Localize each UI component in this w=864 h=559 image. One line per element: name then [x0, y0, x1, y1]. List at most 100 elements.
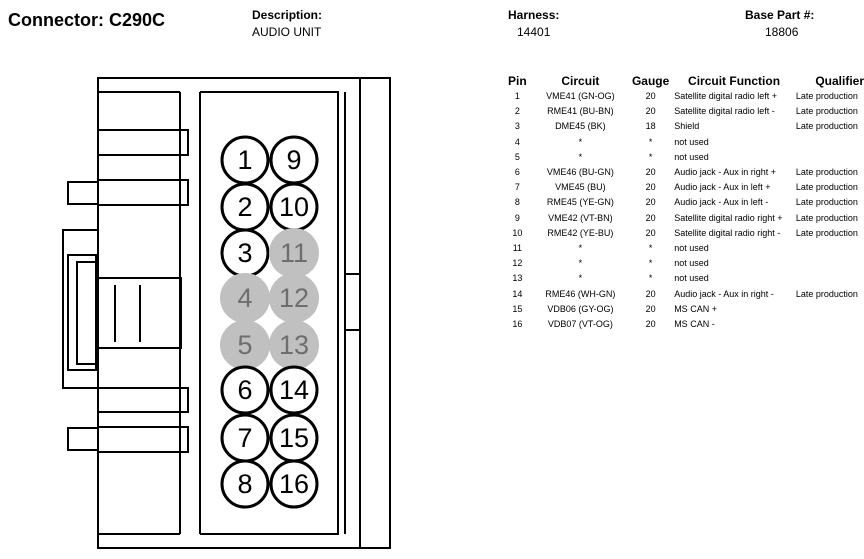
qualifier-cell: Late production: [795, 182, 858, 193]
pin-right-6: 14: [269, 365, 319, 415]
gauge-cell: 20: [645, 288, 656, 299]
pin-number-cell: 1: [514, 91, 520, 102]
table-row: 14 RME46 (WH-GN) 20 Audio jack - Aux in rig…: [503, 286, 864, 301]
pin-number-cell: 7: [514, 182, 520, 193]
gauge-cell: *: [648, 242, 653, 253]
pin-number-cell: 3: [514, 121, 520, 132]
circuit-function-cell: Audio jack - Aux in right -: [674, 288, 774, 299]
pin-label: 8: [237, 469, 252, 499]
pin-number-cell: 11: [512, 242, 523, 253]
circuit-cell: *: [578, 258, 583, 269]
circuit-cell: *: [578, 242, 583, 253]
pin-label: 9: [286, 145, 301, 175]
qualifier-cell: [796, 256, 864, 271]
circuit-cell: RME46 (WH-GN): [545, 288, 616, 299]
pin-label: 13: [279, 330, 309, 360]
pin-left-8: 8: [220, 459, 270, 509]
pin-right-5: 13: [269, 320, 319, 370]
qualifier-cell: Late production: [795, 106, 858, 117]
gauge-cell: 20: [645, 303, 656, 314]
qualifier-cell: [796, 302, 864, 317]
pin-number-cell: 13: [512, 273, 523, 284]
pin-circle: [269, 273, 319, 323]
pin-circle: [220, 365, 270, 415]
gauge-cell: 20: [645, 182, 656, 193]
column-header-qualifier: Qualifier: [815, 73, 864, 88]
gauge-cell: 20: [645, 318, 656, 329]
pin-left-1: 1: [220, 135, 270, 185]
pin-number-cell: 14: [512, 288, 523, 299]
pin-label: 10: [279, 192, 309, 222]
pin-left-5: 5: [220, 320, 270, 370]
circuit-function-cell: not used: [674, 136, 709, 147]
circuit-cell: VME42 (VT-BN): [548, 212, 613, 223]
column-header-circuit: Circuit: [561, 73, 600, 88]
gauge-cell: 20: [645, 227, 656, 238]
pin-number-cell: 2: [514, 106, 520, 117]
harness-label: Harness:: [508, 8, 560, 22]
pin-label: 1: [237, 145, 252, 175]
pin-circle: [220, 320, 270, 370]
pin-left-7: 7: [220, 413, 270, 463]
circuit-cell: *: [578, 136, 583, 147]
description-value: AUDIO UNIT: [252, 25, 322, 39]
pin-label: 15: [279, 423, 309, 453]
circuit-function-cell: MS CAN +: [674, 303, 717, 314]
circuit-function-cell: Satellite digital radio left -: [674, 106, 775, 117]
table-row: 12**not used: [503, 256, 864, 271]
circuit-function-cell: Satellite digital radio right +: [674, 212, 783, 223]
pin-right-3: 11: [269, 228, 319, 278]
circuit-function-cell: Satellite digital radio left +: [674, 91, 777, 102]
base-part-value: 18806: [765, 25, 799, 39]
pin-right-8: 16: [269, 459, 319, 509]
pin-circle: [220, 459, 270, 509]
pin-right-1: 9: [269, 135, 319, 185]
qualifier-cell: Late production: [795, 227, 858, 238]
circuit-cell: RME45 (YE-GN): [546, 197, 614, 208]
circuit-cell: VDB06 (GY-OG): [547, 303, 614, 314]
connector-housing: [62, 77, 391, 549]
qualifier-cell: Late production: [795, 197, 858, 208]
qualifier-cell: Late production: [795, 167, 858, 178]
qualifier-cell: [796, 317, 864, 332]
circuit-function-cell: Audio jack - Aux in left -: [674, 197, 769, 208]
pin-label: 16: [279, 469, 309, 499]
table-row: 13**not used: [503, 271, 864, 286]
gauge-cell: 20: [645, 106, 656, 117]
pin-circle: [269, 365, 319, 415]
pin-number-cell: 10: [512, 227, 523, 238]
pin-circle: [269, 459, 319, 509]
circuit-function-cell: MS CAN -: [674, 318, 715, 329]
table-row: 11**not used: [503, 241, 864, 256]
gauge-cell: 20: [645, 91, 656, 102]
gauge-cell: 20: [645, 167, 656, 178]
circuit-function-cell: not used: [674, 273, 709, 284]
pin-label: 6: [237, 375, 252, 405]
table-row: 1 VME41 (GN-OG) 20 Satellite digital radio …: [503, 89, 864, 104]
pin-left-6: 6: [220, 365, 270, 415]
circuit-cell: DME45 (BK): [555, 121, 606, 132]
pin-number-cell: 6: [514, 167, 520, 178]
pin-table-header: Pin Circuit Gauge Circuit Function Quali…: [503, 72, 864, 89]
column-header-pin: Pin: [508, 73, 527, 88]
pin-left-2: 2: [220, 182, 270, 232]
pin-label: 4: [237, 283, 252, 313]
gauge-cell: *: [648, 136, 653, 147]
circuit-function-cell: Audio jack - Aux in left +: [674, 182, 771, 193]
circuit-cell: *: [578, 151, 583, 162]
gauge-cell: *: [648, 273, 653, 284]
qualifier-cell: [796, 271, 864, 286]
gauge-cell: 18: [645, 121, 656, 132]
connector-title: Connector: C290C: [8, 10, 166, 30]
pin-circle: [269, 228, 319, 278]
qualifier-cell: Late production: [795, 212, 858, 223]
circuit-cell: RME42 (YE-BU): [547, 227, 614, 238]
pin-label: 14: [279, 375, 309, 405]
pin-number-cell: 8: [514, 197, 520, 208]
circuit-cell: VME41 (GN-OG): [546, 91, 615, 102]
qualifier-cell: [796, 135, 864, 150]
